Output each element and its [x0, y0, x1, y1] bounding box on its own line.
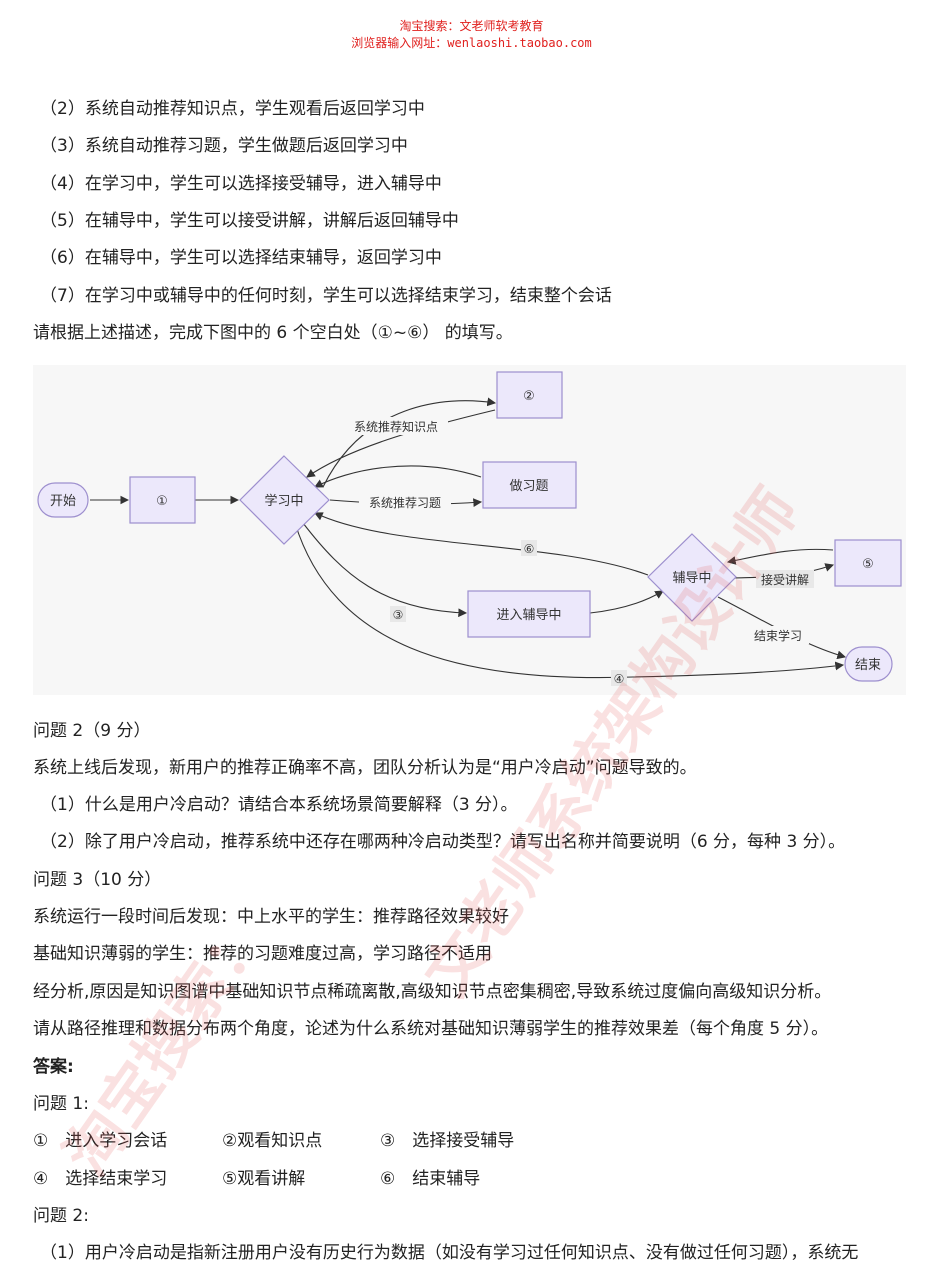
edge-learning-to-enter-tutoring — [302, 522, 468, 618]
edge-label-blank6: ⑥ — [524, 542, 535, 556]
answer-item: ②观看知识点 — [222, 1131, 323, 1151]
node-learning-label: 学习中 — [264, 493, 303, 509]
node-exercise-label: 做习题 — [509, 479, 548, 494]
q3-line3: 经分析,原因是知识图谱中基础知识节点稀疏离散,高级知识节点密集稠密,导致系统过度… — [33, 982, 832, 1002]
node-start-label: 开始 — [50, 494, 76, 509]
header-line-1: 淘宝搜索：文老师软考教育 — [399, 19, 544, 33]
answers-q2-title: 问题 2: — [33, 1206, 89, 1226]
node-end-label: 结束 — [855, 658, 881, 673]
node-enter-tutoring-label: 进入辅导中 — [496, 608, 561, 623]
answer-item: ⑥ 结束辅导 — [380, 1169, 481, 1189]
intro-item: （3）系统自动推荐习题，学生做题后返回学习中 — [40, 136, 408, 156]
edge-label-bg — [747, 626, 809, 644]
q3-line1: 系统运行一段时间后发现：中上水平的学生：推荐路径效果较好 — [33, 907, 509, 927]
q2-desc: 系统上线后发现，新用户的推荐正确率不高，团队分析认为是“用户冷启动”问题导致的。 — [33, 758, 697, 778]
node-blank2-label: ② — [523, 389, 535, 404]
q2-title: 问题 2（9 分） — [33, 721, 151, 741]
edge-label-end-learning: 结束学习 — [754, 628, 802, 643]
intro-item: （7）在学习中或辅导中的任何时刻，学生可以选择结束学习，结束整个会话 — [40, 286, 612, 306]
edges — [90, 397, 847, 679]
intro-item: （5）在辅导中，学生可以接受讲解，讲解后返回辅导中 — [40, 211, 459, 231]
q3-title: 问题 3（10 分） — [33, 870, 162, 890]
answer-item: ④ 选择结束学习 — [33, 1169, 168, 1189]
edge-label-bg — [359, 493, 451, 511]
q3-line4: 请从路径推理和数据分布两个角度，论述为什么系统对基础知识薄弱学生的推荐效果差（每… — [33, 1019, 829, 1039]
edge-enter-tutoring-to-tutoring — [589, 590, 664, 614]
answer-item: ⑤观看讲解 — [222, 1169, 306, 1189]
edge-label-blank4: ④ — [614, 672, 625, 686]
q2-sub1: （1）什么是用户冷启动？请结合本系统场景简要解释（3 分）。 — [40, 795, 518, 815]
edge-5-to-tutoring — [726, 548, 834, 565]
edge-exercise-to-learning — [314, 465, 482, 488]
intro-item: （2）系统自动推荐知识点，学生观看后返回学习中 — [40, 99, 425, 119]
node-blank1-label: ① — [156, 494, 168, 509]
edge-label-bg — [390, 606, 406, 622]
edge-label-recommend-exercise: 系统推荐习题 — [369, 496, 441, 510]
intro-item: （4）在学习中，学生可以选择接受辅导，进入辅导中 — [40, 174, 442, 194]
node-blank5-label: ⑤ — [862, 557, 874, 572]
edge-labels: 系统推荐知识点 系统推荐习题 ⑥ ③ 接受讲解 结束学习 ④ — [344, 417, 814, 686]
edge-2-to-learning — [306, 409, 496, 478]
edge-learning-to-end — [294, 522, 845, 679]
instruction-text: 请根据上述描述，完成下图中的 6 个空白处（①~⑥） 的填写。 — [33, 323, 513, 343]
node-enter-tutoring-shape — [467, 590, 591, 638]
node-blank1-shape — [129, 476, 196, 524]
answers-q1-title: 问题 1: — [33, 1094, 89, 1114]
answers-title: 答案: — [33, 1057, 74, 1077]
q3-line2: 基础知识薄弱的学生：推荐的习题难度过高，学习路径不适用 — [33, 944, 492, 964]
node-learning-shape — [239, 455, 330, 545]
node-tutoring-shape — [647, 533, 737, 622]
page-header: 淘宝搜索：文老师软考教育 浏览器输入网址：wenlaoshi.taobao.co… — [0, 18, 943, 52]
answer-item: ① 进入学习会话 — [33, 1131, 168, 1151]
answer-item: ③ 选择接受辅导 — [380, 1131, 515, 1151]
intro-item: （6）在辅导中，学生可以选择结束辅导，返回学习中 — [40, 248, 442, 268]
answers-q2-line1: （1）用户冷启动是指新注册用户没有历史行为数据（如没有学习过任何知识点、没有做过… — [40, 1243, 859, 1263]
state-diagram: 系统推荐知识点 系统推荐习题 ⑥ ③ 接受讲解 结束学习 ④ 开始 ① 学习中 … — [33, 365, 906, 695]
header-line-2: 浏览器输入网址：wenlaoshi.taobao.com — [351, 36, 592, 50]
edge-label-bg — [756, 570, 814, 588]
edge-learning-to-2 — [322, 397, 497, 488]
node-start-shape — [37, 482, 89, 518]
node-blank5-shape — [834, 539, 902, 587]
node-blank2-shape — [496, 371, 563, 419]
node-end-shape — [844, 646, 893, 682]
edge-label-bg — [611, 670, 627, 686]
edge-label-blank3: ③ — [393, 608, 404, 622]
node-tutoring-label: 辅导中 — [672, 571, 711, 586]
edge-label-recommend-knowledge: 系统推荐知识点 — [354, 420, 438, 434]
edge-label-accept-explain: 接受讲解 — [761, 572, 809, 587]
state-diagram-svg: 系统推荐知识点 系统推荐习题 ⑥ ③ 接受讲解 结束学习 ④ 开始 ① 学习中 … — [37, 371, 902, 686]
nodes: 开始 ① 学习中 ② 做习题 进入辅导中 辅导中 ⑤ 结束 — [37, 371, 902, 682]
edge-label-bg — [521, 540, 537, 556]
node-exercise-shape — [482, 461, 577, 509]
edge-tutoring-to-learning — [314, 512, 649, 576]
q2-sub2: （2）除了用户冷启动，推荐系统中还存在哪两种冷启动类型？请写出名称并简要说明（6… — [40, 832, 846, 852]
edge-label-bg — [344, 417, 448, 435]
